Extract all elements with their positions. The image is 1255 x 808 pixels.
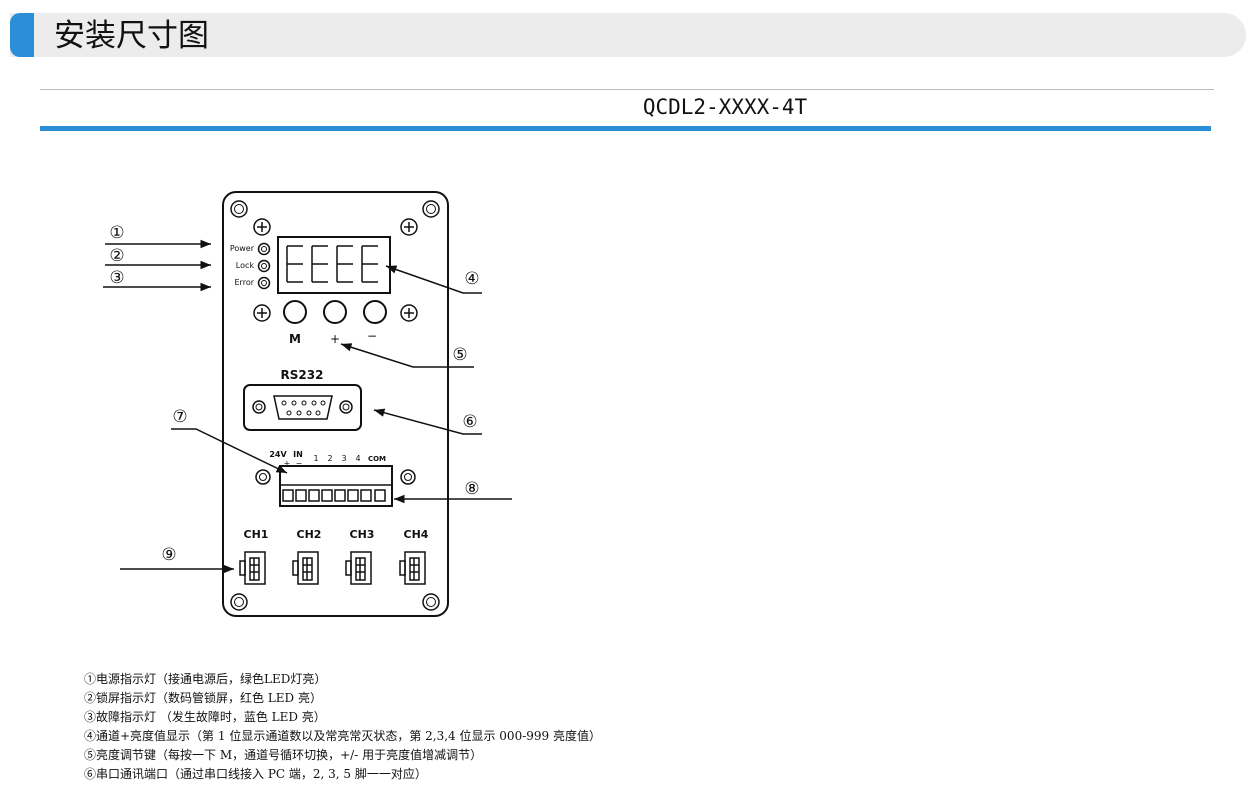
note-item: ②锁屏指示灯（数码管锁屏，红色 LED 亮） [84,691,322,705]
panel-outline [222,191,449,617]
callout-2: ② [109,246,124,266]
terminal-label-3: 3 [341,454,346,463]
plus-button-label: + [330,332,340,346]
digit-display [277,236,391,294]
note-item: ③故障指示灯 （发生故障时，蓝色 LED 亮） [84,710,326,724]
channel-label-ch2: CH2 [297,528,322,541]
callout-8: ⑧ [464,479,479,499]
mount-hole-bottom-left [230,593,248,611]
rs232-label: RS232 [281,368,324,382]
notes-list: ①电源指示灯（接通电源后，绿色LED灯亮） ②锁屏指示灯（数码管锁屏，红色 LE… [84,670,601,784]
callout-1: ① [109,223,124,243]
model-number: QCDL2-XXXX-4T [642,95,808,119]
channel-connector-ch2 [292,551,319,585]
terminal-polarity-minus: − [296,459,303,468]
power-led [257,242,271,256]
callout-9: ⑨ [161,545,176,565]
channel-connector-ch1 [239,551,266,585]
channel-label-ch1: CH1 [244,528,269,541]
callout-6: ⑥ [462,412,477,432]
mode-button-label: M [289,332,301,346]
mount-hole-bottom-right [422,593,440,611]
terminal-label-2: 2 [327,454,332,463]
callout-4: ④ [464,269,479,289]
indicator-label-power: Power [230,244,255,253]
callout-3: ③ [109,268,124,288]
installation-diagram: Power Lock Error M + − RS232 24V IN 1 2 … [103,191,512,617]
db9-connector [273,395,333,420]
mode-button [283,300,307,324]
mount-hole-top-left [230,200,248,218]
plus-button [323,300,347,324]
note-item: ④通道+亮度值显示（第 1 位显示通道数以及常亮常灭状态，第 2,3,4 位显示… [84,729,601,743]
terminal-block [279,465,393,507]
callout-5: ⑤ [452,345,467,365]
screw-top-right [400,218,418,236]
channel-label-ch3: CH3 [350,528,375,541]
display-digits [286,245,378,283]
leader-lines [103,239,512,574]
note-item: ⑤亮度调节键（每按一下 M，通道号循环切换，+/- 用于亮度值增减调节） [84,748,483,762]
indicator-label-lock: Lock [236,261,255,270]
terminal-slots [282,489,386,502]
page-title: 安装尺寸图 [54,18,209,54]
minus-button-label: − [367,329,377,343]
rs232-screw-left [252,400,266,414]
db9-pins [281,400,326,416]
terminal-screw-right [400,469,416,485]
header-band [10,13,1246,57]
terminal-label-in: IN [293,450,303,459]
screw-top-left [253,218,271,236]
terminal-polarity-plus: + [284,459,291,468]
terminal-label-4: 4 [355,454,360,463]
lock-led [257,259,271,273]
terminal-label-24v: 24V [269,450,287,459]
rs232-port [243,384,362,431]
indicator-label-error: Error [235,278,255,287]
mount-hole-top-right [422,200,440,218]
terminal-label-com: COM [368,455,386,463]
minus-button [363,300,387,324]
channel-connector-ch4 [399,551,426,585]
channel-label-ch4: CH4 [404,528,429,541]
terminal-label-1: 1 [313,454,318,463]
rs232-screw-right [339,400,353,414]
screw-mid-left [253,304,271,322]
note-item: ①电源指示灯（接通电源后，绿色LED灯亮） [84,672,327,686]
terminal-screw-left [255,469,271,485]
error-led [257,276,271,290]
callout-7: ⑦ [172,407,187,427]
channel-connector-ch3 [345,551,372,585]
header-accent-bar [10,13,34,57]
divider-line [40,89,1214,90]
note-item: ⑥串口通讯端口（通过串口线接入 PC 端，2, 3, 5 脚一一对应） [84,767,427,781]
screw-mid-right [400,304,418,322]
accent-divider [40,126,1211,131]
